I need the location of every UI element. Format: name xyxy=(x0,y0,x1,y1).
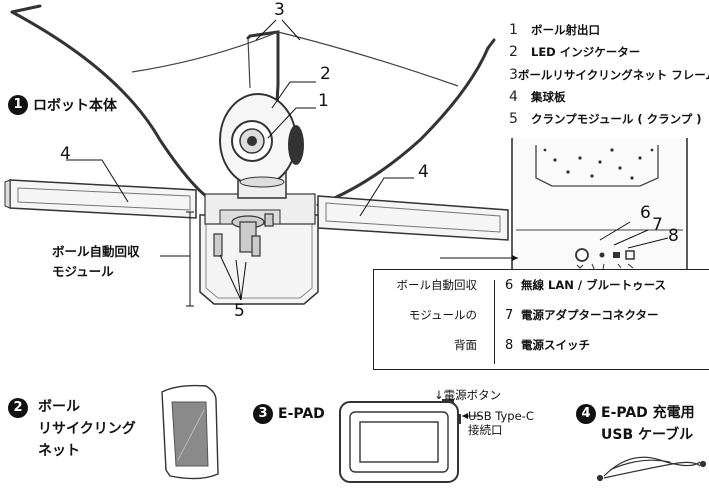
section-number-badge: 4 xyxy=(576,404,596,424)
callout-6: 6 xyxy=(640,203,651,223)
callout-4-right: 4 xyxy=(418,162,429,182)
epad-image xyxy=(339,399,461,483)
module-back-panel xyxy=(511,138,688,276)
callout-8: 8 xyxy=(668,226,679,246)
robot-head xyxy=(219,93,304,199)
section-number-badge: 1 xyxy=(8,95,28,115)
clamp-module xyxy=(213,213,274,257)
section-net-label: ボール リサイクリング ネット xyxy=(38,399,136,459)
usb-cable-image xyxy=(596,456,707,482)
callout-4-left: 4 xyxy=(60,144,71,164)
section-cable-label: E-PAD 充電用 USB ケーブル xyxy=(601,405,695,443)
section-number-badge: 3 xyxy=(253,404,273,424)
module-label: ボール自動回収 モジュール xyxy=(52,244,140,279)
usb-port-note: USB Type-C 接続口 xyxy=(468,409,534,437)
net-ropes xyxy=(131,31,459,89)
divider xyxy=(494,280,495,364)
section-cable-heading: 4 xyxy=(576,404,596,424)
callout-2: 2 xyxy=(320,64,331,84)
collection-board-right xyxy=(317,195,509,241)
power-button-note: ↓電源ボタン xyxy=(434,388,502,402)
collection-board-left xyxy=(4,179,197,219)
back-panel-title: ボール自動回収 モジュールの 背面 xyxy=(396,278,478,352)
recycling-net-image xyxy=(161,384,219,480)
section-net-heading: 2 xyxy=(8,398,28,418)
power-button-icon xyxy=(575,248,589,262)
callout-3: 3 xyxy=(274,0,285,20)
callout-5: 5 xyxy=(234,301,245,321)
callout-1: 1 xyxy=(318,91,329,111)
section-number-badge: 2 xyxy=(8,398,28,418)
callout-7: 7 xyxy=(652,215,663,235)
